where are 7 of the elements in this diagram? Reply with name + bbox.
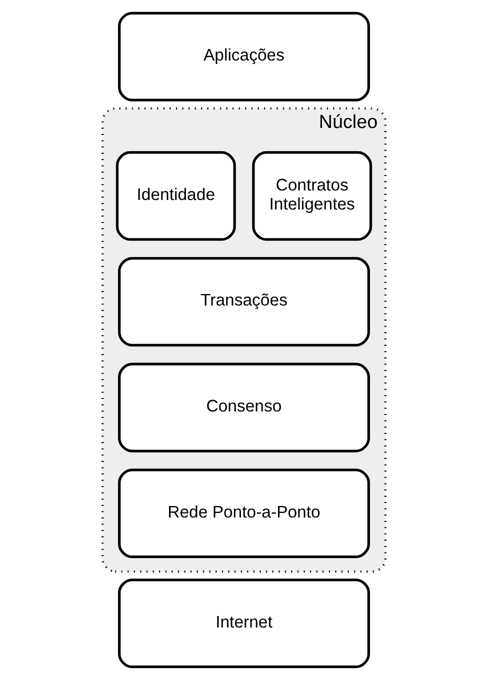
node-box: Transações [118,256,370,347]
node-box: Aplicações [118,12,370,102]
node-box: Internet [118,578,370,668]
node-box: Rede Ponto-a-Ponto [118,468,370,558]
node-box: Identidade [116,151,236,241]
node-box: Consenso [118,362,370,452]
node-box: Contratos Inteligentes [252,151,372,241]
